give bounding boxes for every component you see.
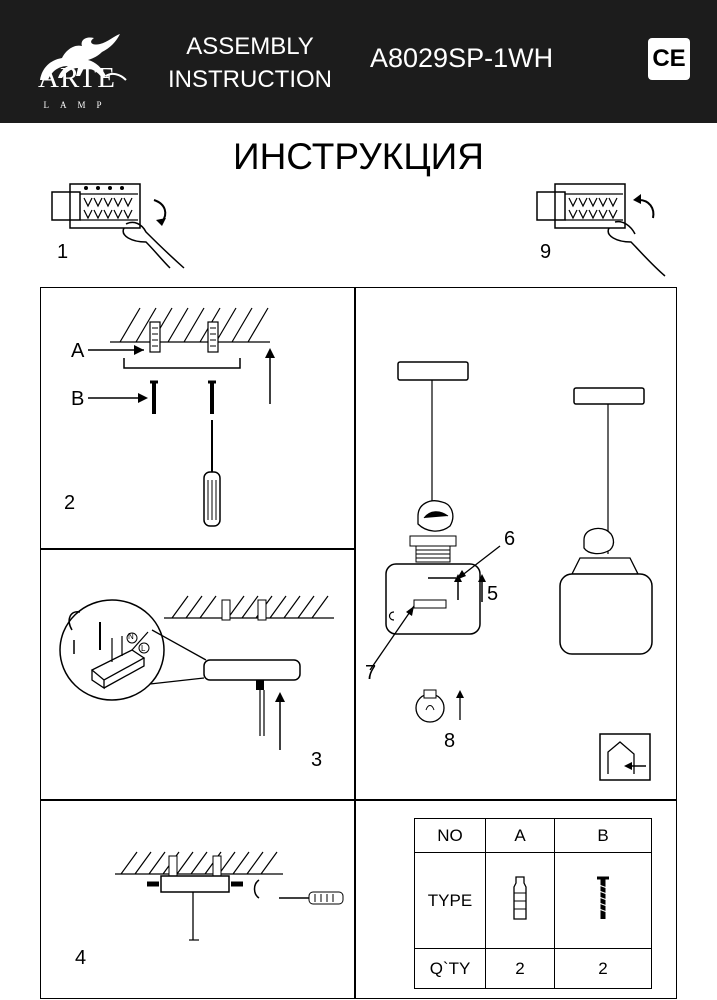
- step-9-number: 9: [540, 241, 552, 263]
- label-b: B: [71, 388, 85, 410]
- brand-subtitle: LAMP: [43, 100, 113, 110]
- type-label: TYPE: [414, 852, 486, 949]
- screw-icon: [597, 876, 609, 919]
- indoor-use-icon: [599, 733, 651, 781]
- griffin-logo-icon: [40, 34, 127, 81]
- wiring-drawing: [59, 595, 334, 750]
- step-5-number: 5: [487, 583, 499, 605]
- page-title: ИНСТРУКЦИЯ: [232, 136, 484, 177]
- terminal-block-icon: [51, 183, 185, 269]
- qty-b: 2: [554, 948, 652, 989]
- hand-icon: [607, 227, 666, 277]
- rotate-arrow-icon: [638, 199, 655, 219]
- model-number: A8029SP-1WH: [370, 43, 554, 73]
- wall-plug-icon: [149, 321, 219, 353]
- step-4-number: 4: [75, 947, 87, 969]
- step-3-number: 3: [311, 749, 323, 771]
- screwdriver-icon: [203, 420, 221, 527]
- bulb-icon: [415, 689, 445, 723]
- lamp-assembly-drawing: [369, 361, 653, 781]
- terminal-block-icon: [536, 183, 666, 277]
- qty-a: 2: [485, 948, 555, 989]
- table-header-b: B: [554, 818, 652, 853]
- header-title: ASSEMBLY INSTRUCTION: [160, 30, 340, 96]
- header-bar: ARTE LAMP ASSEMBLY INSTRUCTION A8029SP-1…: [0, 0, 717, 123]
- rotate-arrow-icon: [388, 611, 395, 621]
- table-header-no: NO: [414, 818, 486, 853]
- header-title-line2: INSTRUCTION: [168, 66, 332, 93]
- hand-icon: [125, 221, 185, 269]
- terminal-block-icon: [90, 631, 149, 690]
- part-a-image: [485, 852, 555, 949]
- step-2-panel: [40, 287, 356, 550]
- rotate-arrow-icon: [68, 611, 81, 631]
- label-a: A: [71, 340, 85, 362]
- step-5-8-panel: [354, 287, 677, 801]
- wire-label-l: L: [141, 644, 146, 653]
- header-title-line1: ASSEMBLY: [186, 33, 314, 60]
- step-1-number: 1: [57, 241, 69, 263]
- part-b-image: [554, 852, 652, 949]
- step-7-number: 7: [365, 662, 377, 684]
- parts-panel: [354, 799, 677, 999]
- wire-label-n: N: [128, 632, 134, 641]
- wall-plug-icon: [513, 876, 527, 920]
- step-2-number: 2: [64, 492, 76, 514]
- step-4-panel: [40, 799, 356, 999]
- rotate-arrow-icon: [253, 879, 260, 899]
- parts-table: NO A B TYPE Q`TY 2 2: [414, 818, 652, 989]
- qty-label: Q`TY: [414, 948, 486, 989]
- step-8-number: 8: [444, 730, 456, 752]
- brand-logo-text: ARTE: [38, 62, 116, 94]
- screwdriver-icon: [279, 891, 344, 905]
- ce-mark-icon: CE: [648, 38, 690, 80]
- table-header-a: A: [485, 818, 555, 853]
- screw-icon: [150, 380, 216, 414]
- step-3-panel: [40, 548, 356, 801]
- ceiling-mount-drawing: [88, 307, 275, 527]
- step-6-number: 6: [504, 528, 516, 550]
- canopy-fixing-drawing: [115, 851, 344, 941]
